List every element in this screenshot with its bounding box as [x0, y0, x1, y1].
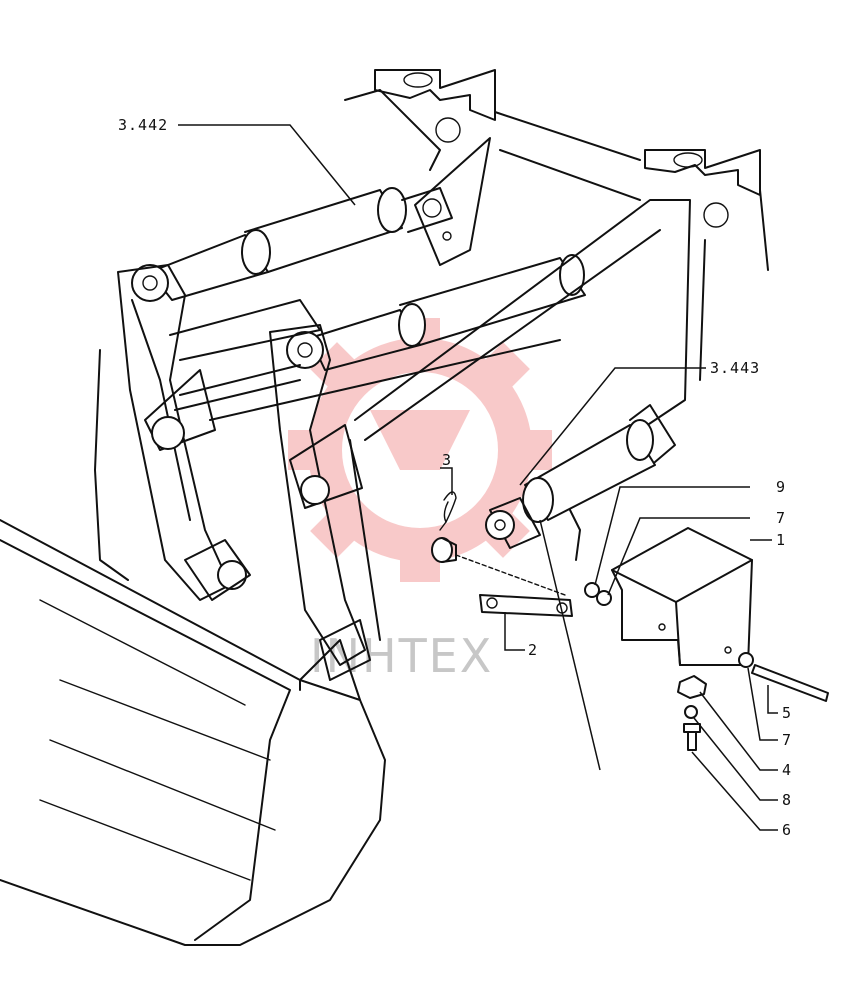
washer-8-icon: [684, 705, 698, 719]
callout-6: 6: [782, 821, 792, 839]
callout-3443: 3.443: [710, 359, 760, 377]
callout-1: 1: [776, 531, 786, 549]
rear-frame: [344, 69, 769, 381]
callout-4: 4: [782, 761, 792, 779]
bolt-5-icon: [751, 664, 829, 702]
callout-7-lower: 7: [782, 731, 792, 749]
left-boom-arm: [94, 264, 251, 601]
callout-9: 9: [776, 478, 786, 496]
leader-lines: [178, 124, 778, 831]
link-bar: [455, 554, 573, 617]
bellcrank-plate: [414, 137, 491, 266]
nut-9-icon: [584, 582, 600, 598]
callout-7-upper: 7: [776, 509, 786, 527]
callout-8: 8: [782, 791, 792, 809]
tilt-cylinder-upper: [131, 187, 453, 302]
cross-tube: [169, 299, 561, 421]
frame-edge-line: [539, 519, 601, 771]
right-boom-arm: [269, 199, 691, 681]
watermark-gear-icon: [288, 318, 552, 582]
tilt-cylinder-middle: [286, 254, 586, 371]
watermark-text: INHTEX: [310, 629, 493, 683]
cover-plate: [611, 527, 753, 666]
frame-bracket: [569, 509, 581, 561]
nut-4-icon: [677, 675, 707, 699]
bucket: [0, 519, 386, 946]
lift-cylinder: [485, 404, 676, 549]
washer-7b-icon: [738, 652, 754, 668]
callout-2: 2: [528, 641, 538, 659]
callout-3442: 3.442: [118, 116, 168, 134]
callout-3: 3: [442, 451, 452, 469]
pivot-pin: [431, 537, 457, 563]
callout-5: 5: [782, 704, 792, 722]
hardware: [584, 582, 829, 751]
